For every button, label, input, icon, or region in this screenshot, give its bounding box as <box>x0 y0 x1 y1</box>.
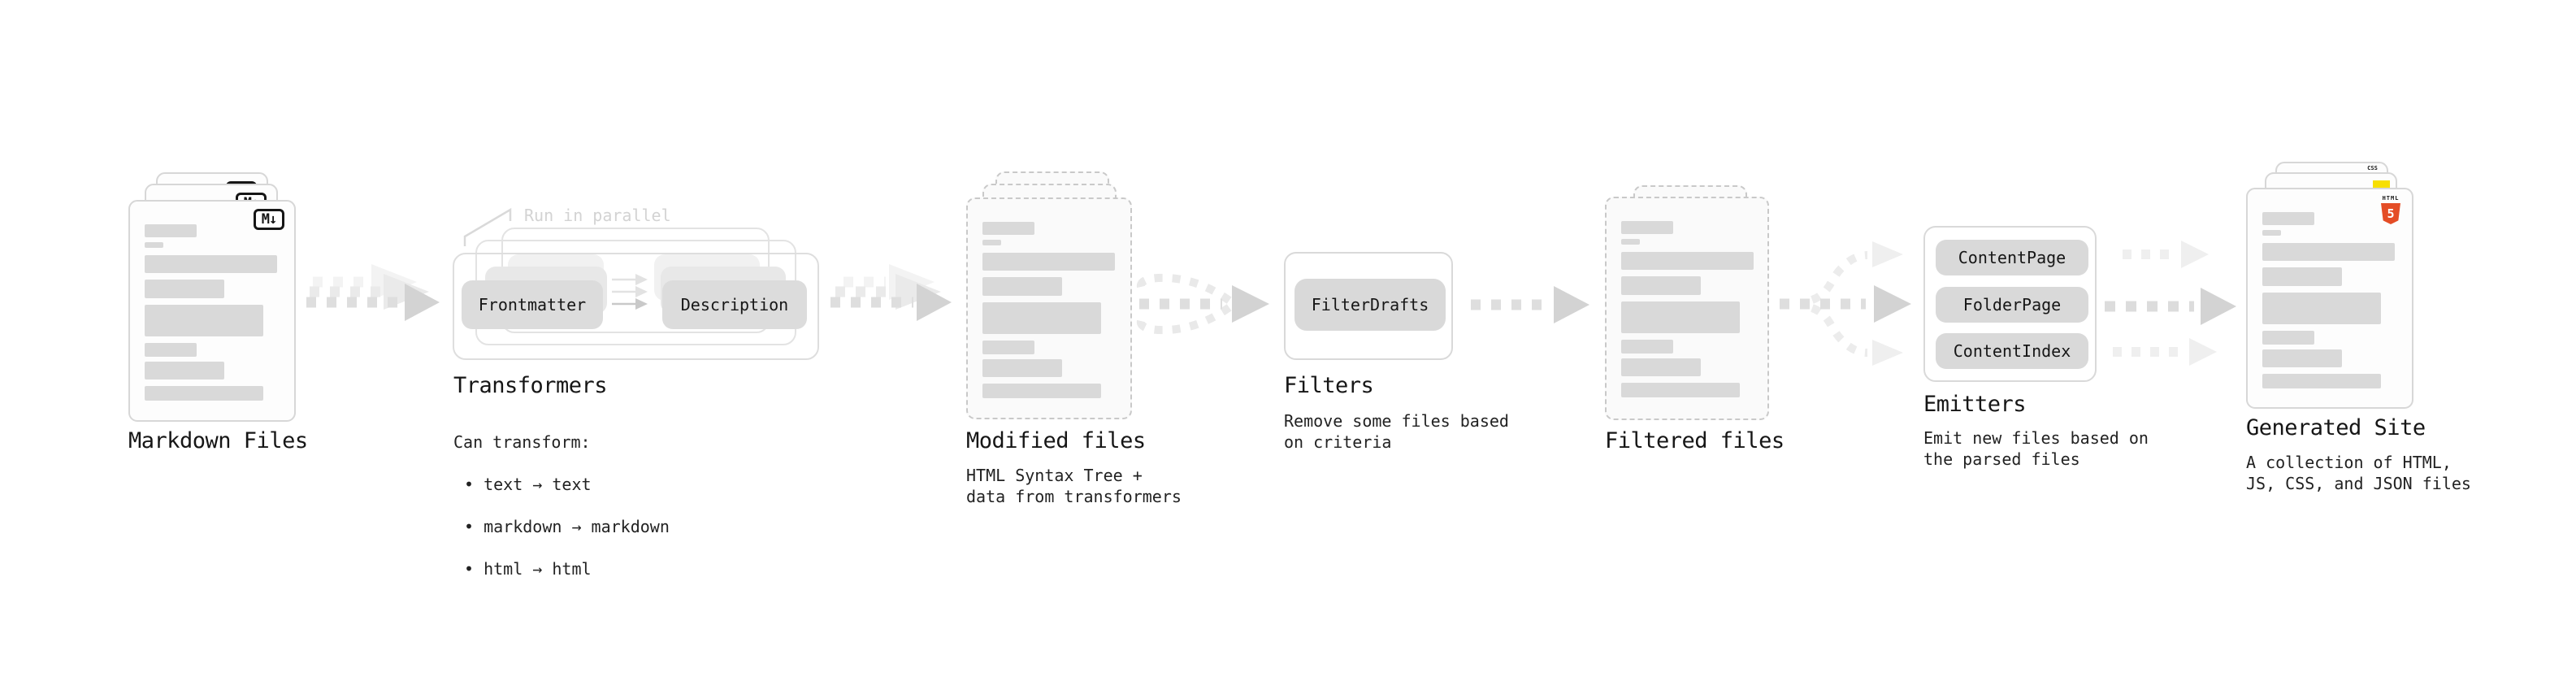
skeleton-bar <box>1621 276 1701 295</box>
transformers-bullet: • text → text <box>464 475 592 494</box>
markdown-files-title: Markdown Files <box>128 428 308 453</box>
html5-icon: HTML 5 <box>2380 195 2401 224</box>
skeleton-bar <box>982 277 1062 296</box>
skeleton-bar <box>145 362 224 380</box>
arrow-filters-to-filtered <box>1471 286 1589 323</box>
modified-files-title: Modified files <box>966 428 1146 453</box>
skeleton-bar <box>982 340 1034 354</box>
filters-subtitle: Remove some files based on criteria <box>1284 411 1509 452</box>
frontmatter-pill-stack: Frontmatter <box>462 254 607 329</box>
skeleton-bar <box>2262 230 2281 236</box>
generated-site-title: Generated Site <box>2246 415 2426 440</box>
arrow-markdown-to-transformers <box>306 264 440 321</box>
filters-panel: FilterDrafts <box>1284 252 1453 360</box>
skeleton-bar <box>145 224 197 237</box>
arrow-filtered-to-emitters <box>1780 241 1911 366</box>
skeleton-bar <box>145 255 277 273</box>
content-index-pill: ContentIndex <box>1936 333 2088 369</box>
filter-drafts-pill: FilterDrafts <box>1295 279 1446 331</box>
arrow-emitters-to-generated <box>2105 241 2236 366</box>
transformers-bullet: • html → html <box>464 559 592 579</box>
arrow-transformers-to-modified <box>830 264 952 321</box>
skeleton-bar <box>2262 212 2314 225</box>
skeleton-bar <box>2262 349 2342 367</box>
skeleton-bar <box>145 386 263 401</box>
frontmatter-pill: Frontmatter <box>462 280 603 329</box>
emitters-subtitle: Emit new files based on the parsed files <box>1923 428 2149 469</box>
skeleton-bar <box>982 222 1034 235</box>
filtered-files-title: Filtered files <box>1605 428 1785 453</box>
modified-file-card-front <box>966 197 1132 419</box>
emitters-title: Emitters <box>1923 392 2027 417</box>
skeleton-bar <box>1621 221 1673 234</box>
skeleton-bar <box>145 280 224 298</box>
skeleton-bar <box>145 343 197 357</box>
transformers-body-heading: Can transform: <box>453 432 591 452</box>
skeleton-bar <box>1621 358 1701 376</box>
skeleton-bar <box>1621 239 1640 245</box>
description-pill: Description <box>662 280 807 329</box>
skeleton-bar <box>1621 383 1740 397</box>
skeleton-bar <box>145 305 263 336</box>
skeleton-bar <box>2262 374 2381 388</box>
transformer-box-front <box>453 253 819 360</box>
skeleton-bar <box>145 242 163 248</box>
folder-page-pill: FolderPage <box>1936 287 2088 323</box>
skeleton-bar <box>982 384 1101 398</box>
filtered-file-card-front <box>1605 197 1769 420</box>
skeleton-bar <box>982 302 1101 334</box>
transformers-title: Transformers <box>453 373 608 398</box>
skeleton-bar <box>982 359 1062 377</box>
transformers-description: Can transform: • text → text • markdown … <box>453 410 670 601</box>
modified-files-subtitle: HTML Syntax Tree + data from transformer… <box>966 466 1182 506</box>
content-page-pill: ContentPage <box>1936 240 2088 275</box>
skeleton-bar <box>2262 267 2342 286</box>
skeleton-bar <box>2262 243 2395 261</box>
transformers-bullet: • markdown → markdown <box>464 517 670 536</box>
emitters-panel: ContentPage FolderPage ContentIndex <box>1923 226 2097 382</box>
arrow-modified-to-filters <box>1137 273 1269 335</box>
generated-site-subtitle: A collection of HTML, JS, CSS, and JSON … <box>2246 453 2471 493</box>
skeleton-bar <box>1621 340 1673 354</box>
run-in-parallel-label: Run in parallel <box>524 206 671 225</box>
markdown-file-card-front: M↓ <box>128 200 296 422</box>
skeleton-bar <box>982 240 1001 245</box>
description-pill-stack: Description <box>654 254 807 329</box>
skeleton-bar <box>2262 331 2314 345</box>
skeleton-bar <box>2262 293 2381 324</box>
markdown-icon: M↓ <box>254 209 284 230</box>
filters-title: Filters <box>1284 373 1374 398</box>
skeleton-bar <box>982 253 1115 271</box>
javascript-icon <box>2373 180 2390 189</box>
skeleton-bar <box>1621 252 1754 270</box>
skeleton-bar <box>1621 301 1740 333</box>
generated-file-card-front: HTML 5 <box>2246 188 2413 409</box>
